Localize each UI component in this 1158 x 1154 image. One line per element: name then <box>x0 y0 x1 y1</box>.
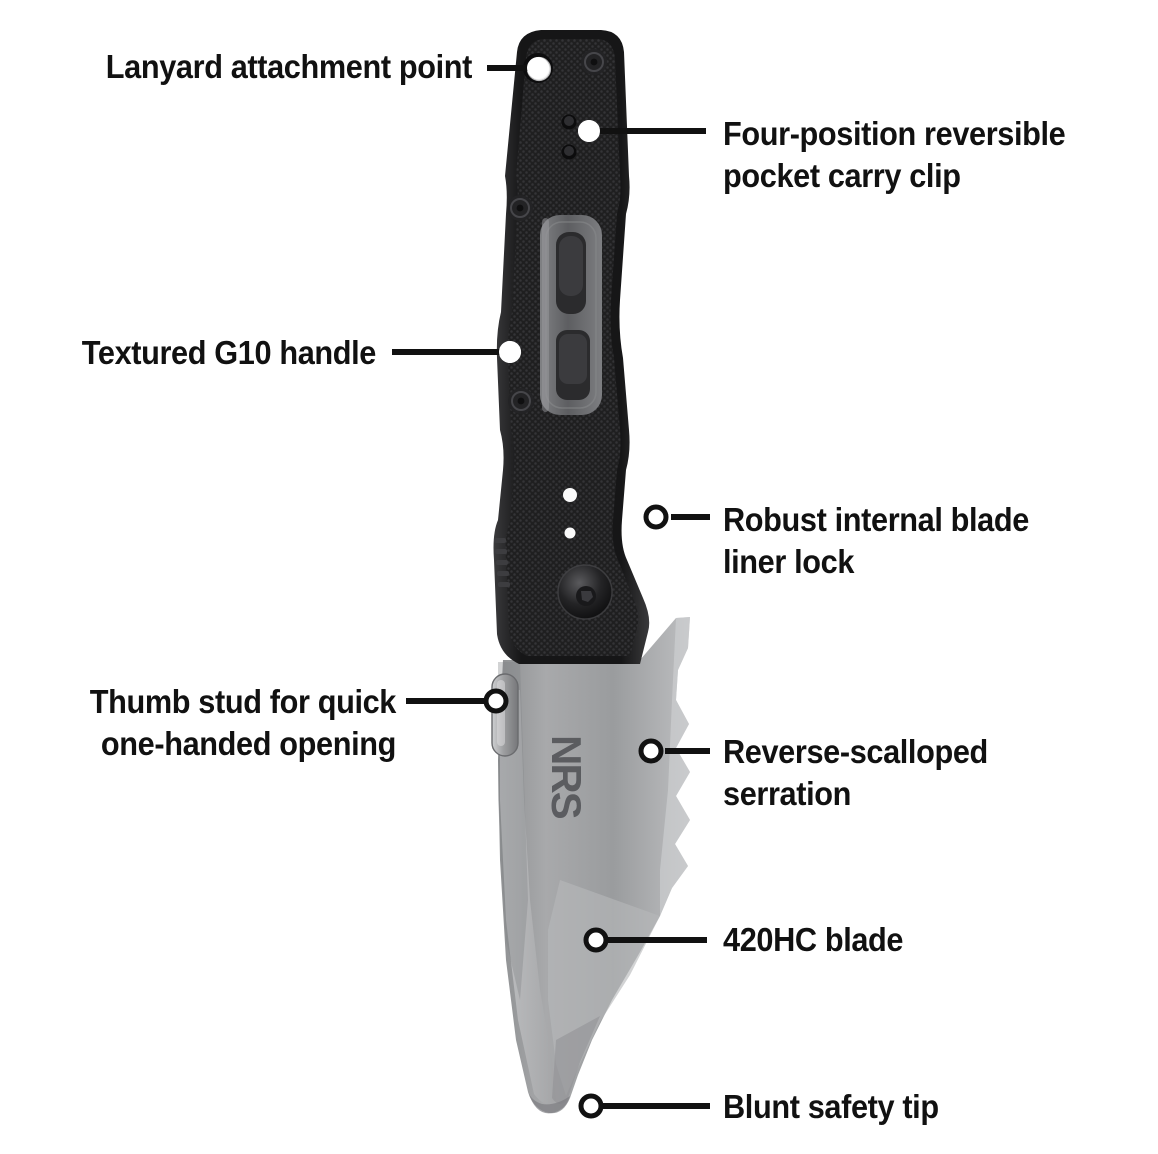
blade-group: NRS <box>491 617 690 1114</box>
liner-dot-upper <box>563 488 577 502</box>
blade-tip-facet <box>552 1016 600 1104</box>
handle-screw-top <box>581 49 607 75</box>
callout-label-internal-blade-liner-lock: Robust internal blade liner lock <box>723 501 1029 580</box>
liner-dot-lower <box>564 527 576 539</box>
nrs-brand-mark: NRS <box>543 735 590 819</box>
callout-label-textured-g10-handle: Textured G10 handle <box>81 334 377 371</box>
callout-label-420hc-blade: 420HC blade <box>723 921 904 958</box>
callout-label-reverse-scalloped-serration: Reverse-scalloped serration <box>723 733 988 812</box>
callout-label-blunt-safety-tip: Blunt safety tip <box>723 1088 939 1125</box>
pivot-screw <box>557 564 613 620</box>
thumb-stud <box>491 673 519 757</box>
handle-callout-dot <box>499 341 521 363</box>
callout-label-lanyard-attachment-point: Lanyard attachment point <box>105 48 473 85</box>
callout-label-thumb-stud: Thumb stud for quick one-handed opening <box>89 683 397 762</box>
clip-callout-dot <box>578 120 600 142</box>
svg-text:NRS: NRS <box>543 735 590 819</box>
blunt-tip <box>528 1092 570 1114</box>
handle-screw-upper-mid <box>507 195 533 221</box>
handle-group <box>493 30 650 664</box>
blade-spine-highlight <box>660 617 690 916</box>
handle-jimping <box>494 538 510 587</box>
clip-mount-holes <box>561 114 577 160</box>
callout-label-pocket-carry-clip: Four-position reversible pocket carry cl… <box>723 115 1066 194</box>
handle-screw-lower-mid <box>508 388 534 414</box>
lanyard-hole <box>523 53 553 83</box>
pocket-carry-clip <box>540 215 602 415</box>
blade-primary-bevel <box>500 690 556 1104</box>
